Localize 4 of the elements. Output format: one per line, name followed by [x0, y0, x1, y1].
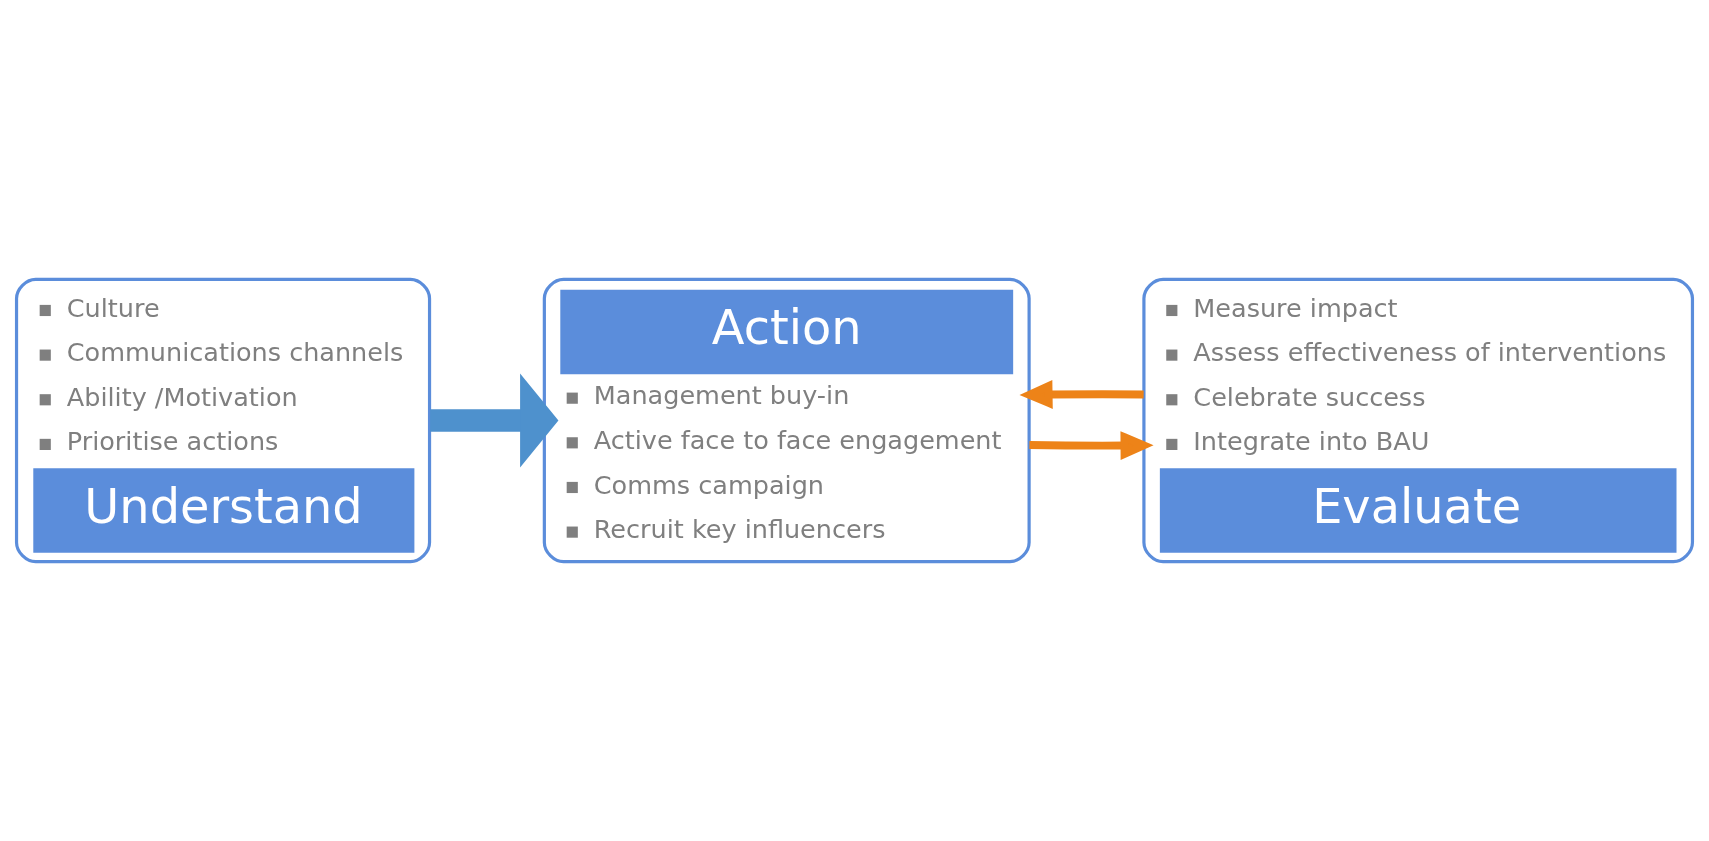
node-box: Action Management buy-in Active face to face engagement Comms campaign Recruit key influencers — [542, 277, 1031, 564]
node-box: Culture Communications channels Ability /Motivation Prioritise actions Understand — [14, 277, 432, 564]
arrow — [430, 373, 559, 468]
node-box: Measure impact Assess effectiveness of interventions Celebrate success Integrate into BAU Evaluate — [1142, 277, 1695, 564]
